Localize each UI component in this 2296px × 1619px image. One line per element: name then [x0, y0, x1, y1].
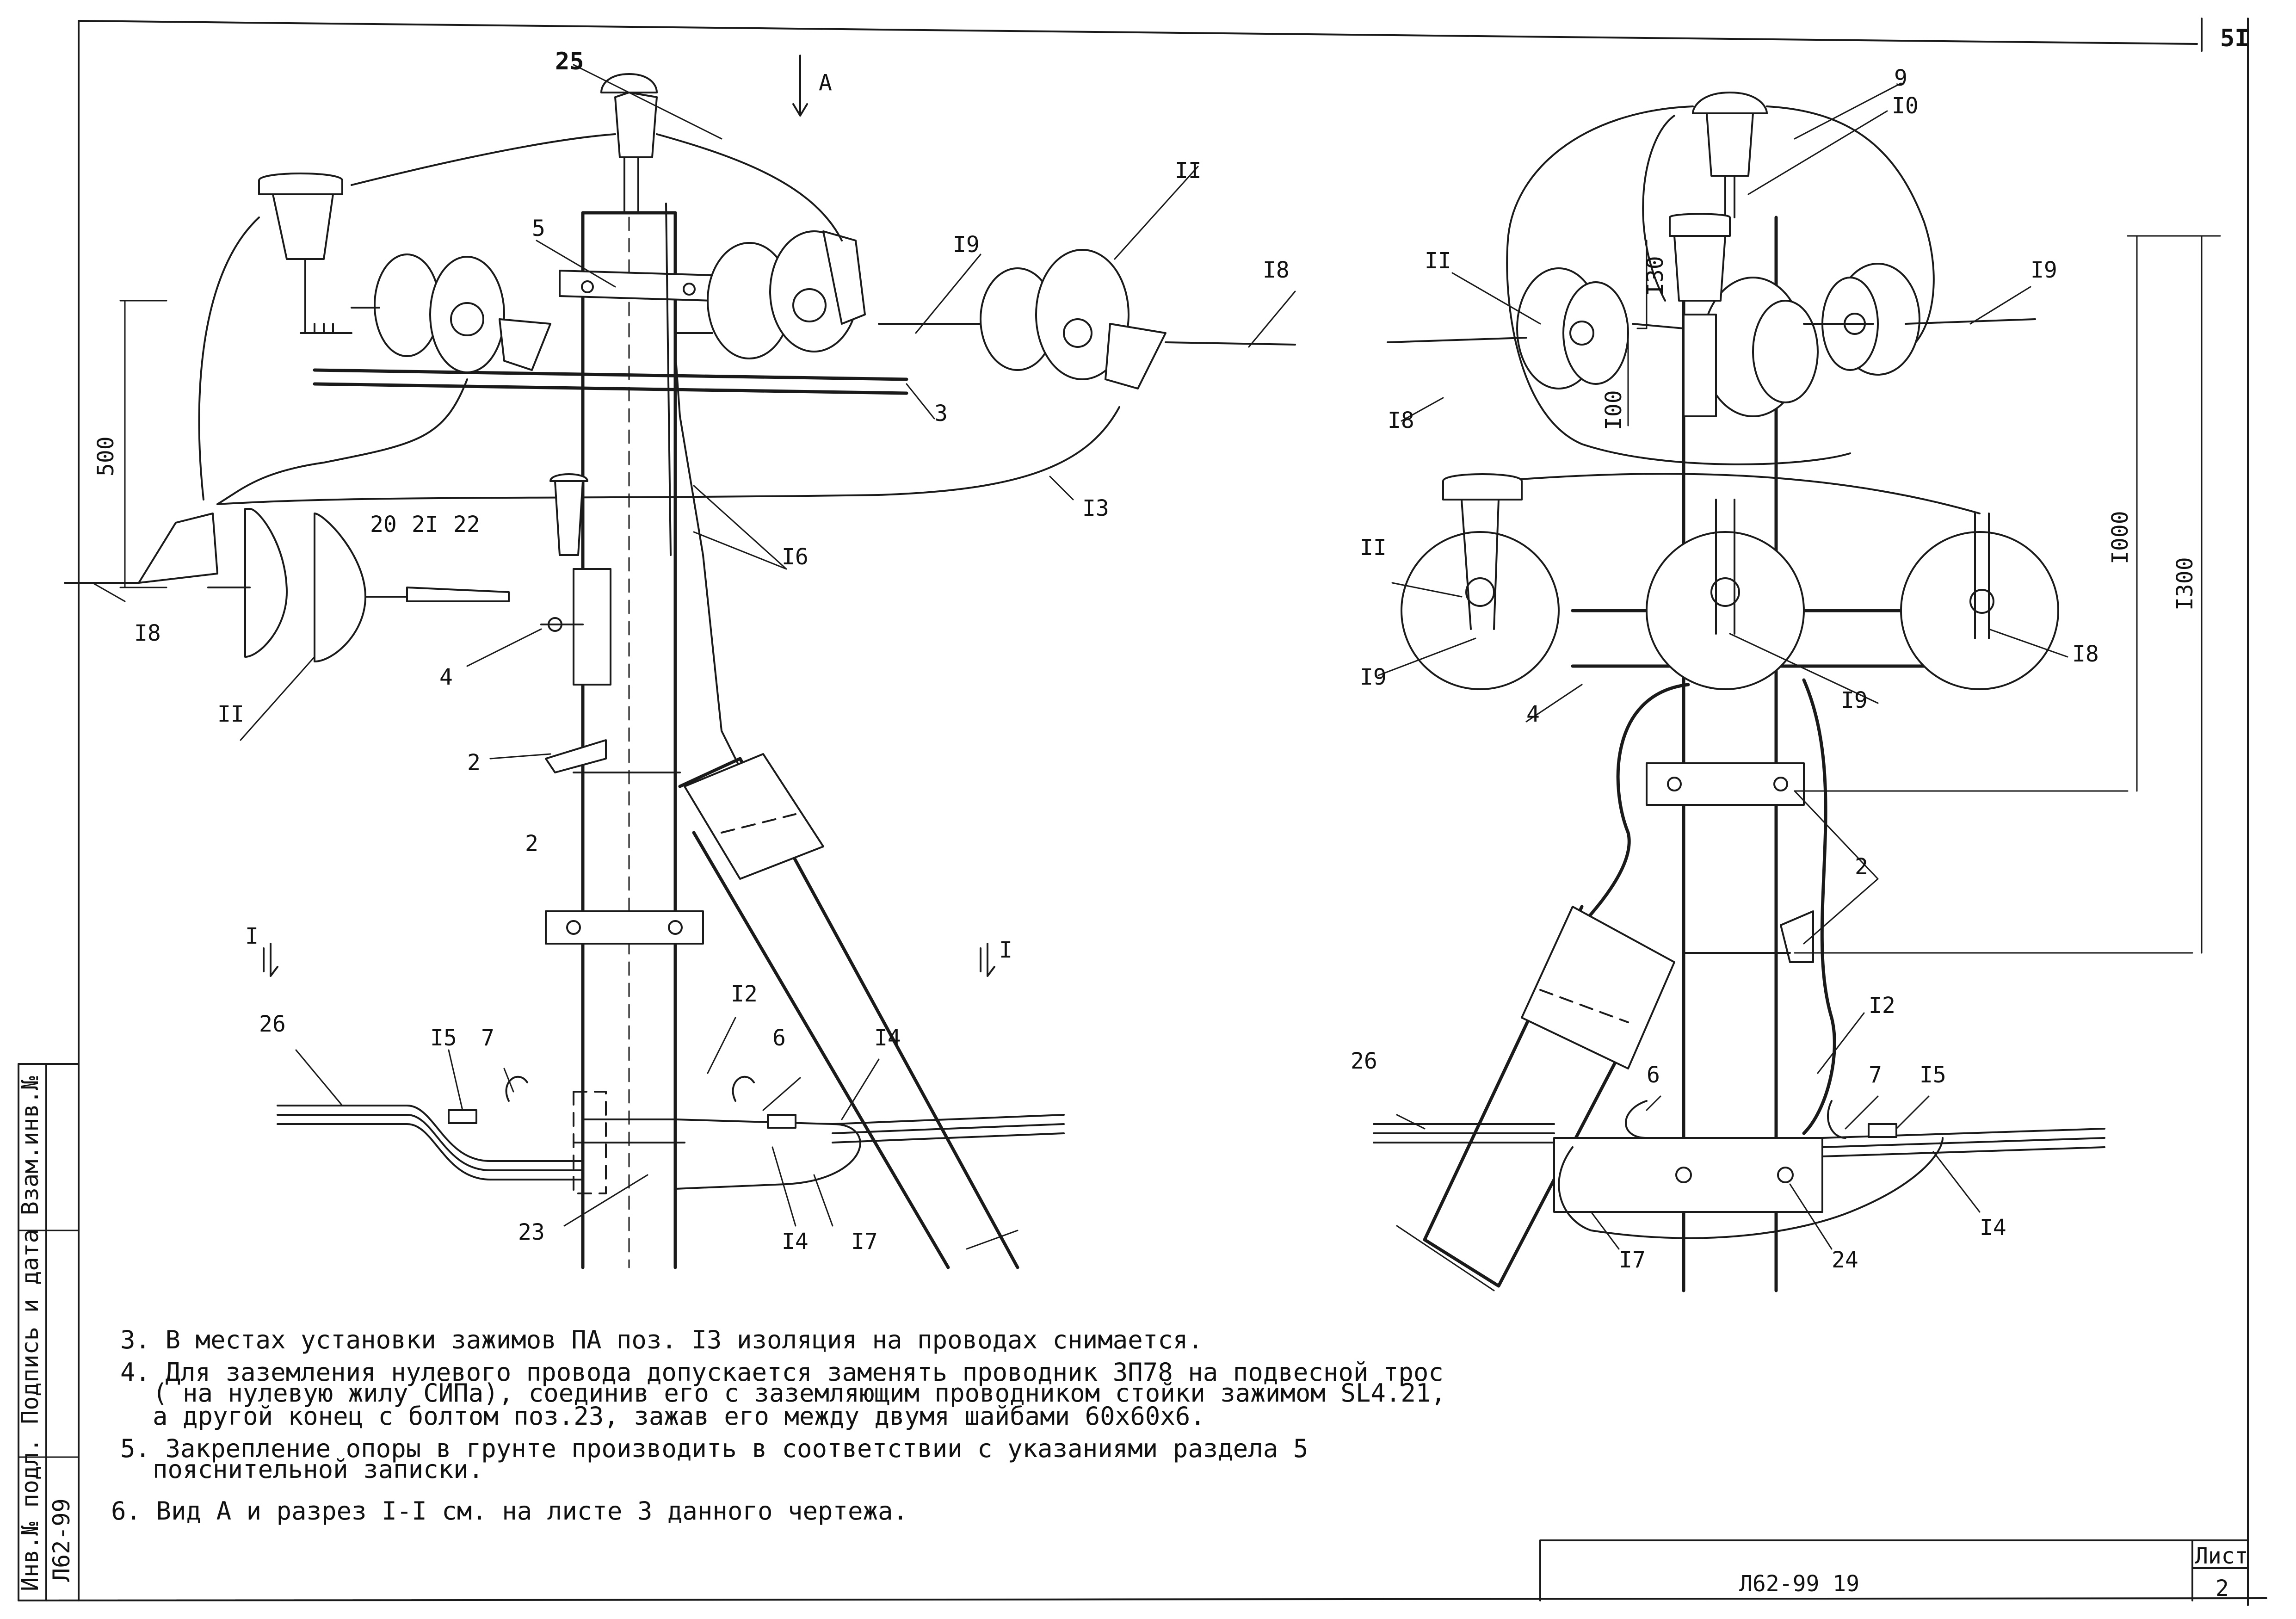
label-1300: I300: [2172, 557, 2198, 611]
label-view-a: А: [819, 70, 832, 96]
notes-block: 3. В местах установки зажимов ПА поз. I3…: [111, 1325, 1446, 1526]
note-4-line3: а другой конец с болтом поз.23, зажав ег…: [153, 1402, 1205, 1431]
label-14c: I4: [1980, 1215, 2006, 1241]
label-9: 9: [1894, 65, 1907, 91]
pin-insulator-left: [258, 173, 352, 334]
insulator-string-right-upper: [878, 249, 1296, 389]
label-4b: 4: [1526, 701, 1540, 727]
label-7a: 7: [481, 1025, 494, 1051]
label-24: 24: [1832, 1247, 1858, 1273]
label-18d: I8: [2072, 641, 2099, 667]
note-5-line1: 5. Закрепление опоры в грунте производит…: [120, 1434, 1308, 1463]
label-11c: II: [1425, 248, 1451, 274]
label-2b: 2: [525, 831, 538, 857]
right-view: [1373, 92, 2105, 1292]
left-view: [64, 73, 1296, 1269]
right-leaders: [1377, 82, 2068, 1250]
sheet-number: 5I: [2220, 25, 2249, 52]
label-2c: 2: [1855, 854, 1868, 880]
left-leaders: [92, 55, 1296, 1227]
label-3: 3: [934, 401, 948, 426]
label-10: I0: [1892, 93, 1919, 119]
label-26b: 26: [1351, 1048, 1377, 1074]
label-12a: I2: [731, 981, 758, 1007]
label-14b: I4: [782, 1229, 809, 1254]
label-16: I6: [782, 544, 809, 570]
side-stamp-code: Л62-99: [48, 1498, 75, 1582]
right-dimensions: [1627, 235, 2221, 954]
label-13: I3: [1082, 495, 1109, 521]
label-7b: 7: [1869, 1062, 1882, 1088]
label-11a: II: [1175, 158, 1202, 184]
label-4a: 4: [439, 664, 453, 690]
label-17a: I7: [851, 1229, 878, 1254]
note-3: 3. В местах установки зажимов ПА поз. I3…: [120, 1325, 1203, 1354]
label-25: 25: [555, 48, 584, 75]
label-19d: I9: [1841, 687, 1868, 713]
top-insulator-right: [1692, 92, 1768, 218]
label-19c: I9: [1360, 664, 1387, 690]
label-1000: I000: [2107, 511, 2133, 564]
note-5-line2: пояснительной записки.: [153, 1455, 483, 1484]
label-22: 22: [453, 512, 480, 538]
label-19b: I9: [2031, 257, 2057, 283]
label-130: I30: [1642, 256, 1668, 296]
top-insulator-left: [600, 73, 658, 214]
label-2a: 2: [467, 750, 481, 776]
label-15b: I5: [1920, 1062, 1946, 1088]
insulator-string-left-lower: [138, 508, 510, 662]
label-26a: 26: [259, 1011, 286, 1037]
insulator-cluster-upper-right: [1516, 213, 1920, 417]
note-4-line2: ( на нулевую жилу СИПа), соединив его с …: [153, 1378, 1446, 1408]
drawing-frame: [18, 18, 2267, 1606]
title-block: Л62-99 19 Лист 2: [1539, 1539, 2249, 1601]
label-17b: I7: [1619, 1247, 1646, 1273]
label-18b: I8: [134, 620, 161, 646]
title-sheet-label: Лист: [2195, 1543, 2248, 1569]
label-15a: I5: [430, 1025, 457, 1051]
title-doc-code: Л62-99 19: [1739, 1571, 1859, 1597]
label-19a: I9: [953, 232, 980, 258]
label-section-right: I: [999, 937, 1012, 963]
label-18c: I8: [1388, 408, 1414, 433]
note-4-line1: 4. Для заземления нулевого провода допус…: [120, 1358, 1444, 1387]
label-section-left: I: [245, 923, 259, 949]
insulator-string-left-upper: [351, 253, 551, 373]
side-stamp-text: Инв.№ подл. Подпись и дата Взам.инв.№: [17, 1076, 43, 1591]
side-stamp: Инв.№ подл. Подпись и дата Взам.инв.№ Л6…: [17, 1063, 80, 1601]
label-23: 23: [518, 1219, 545, 1245]
lower-insulators-right: [1401, 473, 2059, 690]
label-12b: I2: [1869, 993, 1895, 1019]
label-6a: 6: [772, 1025, 786, 1051]
label-11b: II: [217, 701, 244, 727]
label-5: 5: [532, 216, 545, 241]
insulator-string-center-upper: [674, 230, 866, 359]
label-100: I00: [1601, 390, 1627, 430]
label-18a: I8: [1263, 257, 1290, 283]
label-20: 20: [370, 512, 397, 538]
label-500: 500: [93, 436, 119, 476]
label-21: 2I: [412, 512, 438, 538]
label-14a: I4: [874, 1025, 901, 1051]
label-11d: II: [1360, 535, 1387, 561]
note-6: 6. Вид А и разрез I-I см. на листе 3 дан…: [111, 1496, 908, 1526]
label-6b: 6: [1647, 1062, 1660, 1088]
title-sheet-no: 2: [2216, 1576, 2229, 1601]
